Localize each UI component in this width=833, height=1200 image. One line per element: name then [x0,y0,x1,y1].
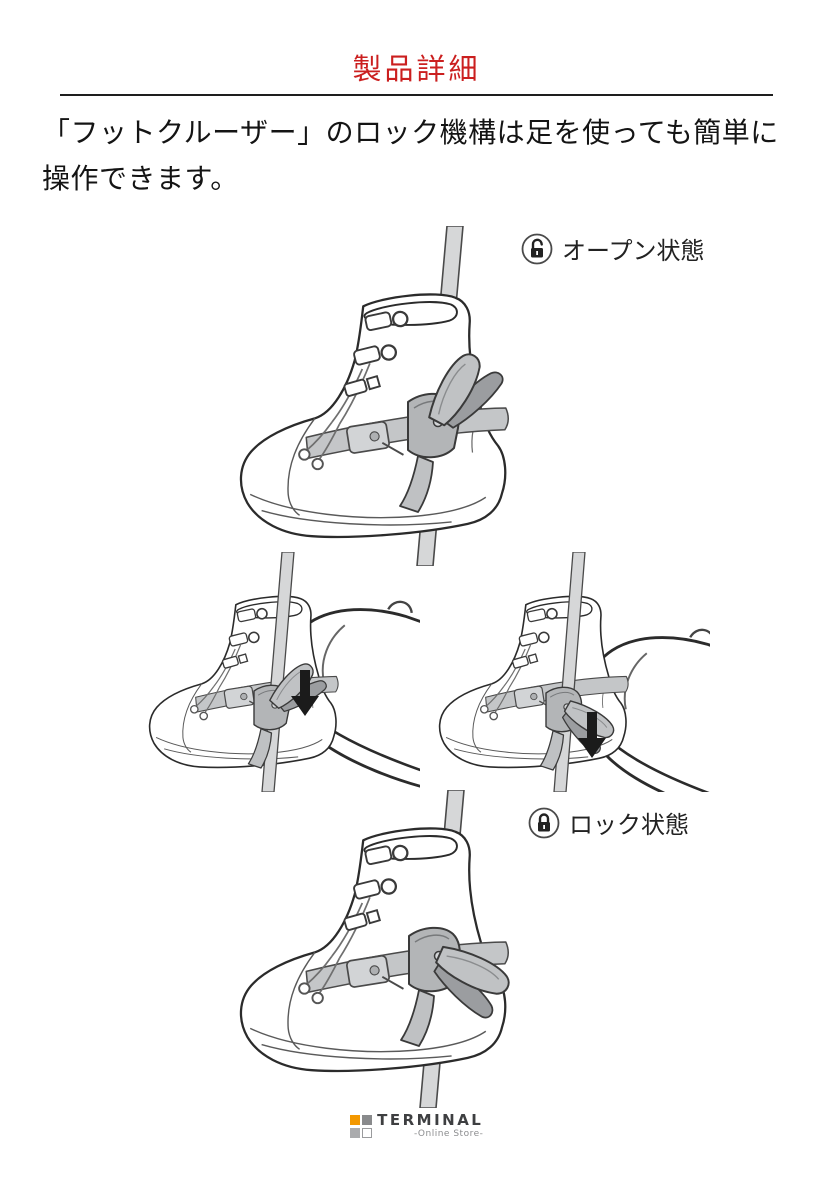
brand-name: TERMINAL [377,1111,484,1129]
illustration-press-step-1 [148,552,420,792]
illustration-press-step-2 [438,552,710,792]
boot [239,827,510,1073]
logo-text: TERMINAL -Online Store- [377,1111,484,1140]
logo-square-white [362,1127,373,1138]
locked-state-label: ロック状態 [528,805,689,840]
logo-square-orange [349,1115,360,1125]
illustration-open-state [239,226,510,566]
illustration-locked-state [239,790,516,1108]
store-logo: TERMINAL -Online Store- [0,1112,833,1139]
unlock-icon [521,233,553,264]
title-underline [60,94,773,96]
logo-grid-icon [349,1115,373,1138]
logo-square-light-gray [349,1127,360,1138]
open-state-text: オープン状態 [562,237,705,265]
open-state-label: オープン状態 [521,231,705,266]
intro-paragraph: 「フットクルーザー」のロック機構は足を使っても簡単に操作できます。 [42,110,802,202]
intro-line-1: 「フットクルーザー」のロック機構は足を使っても簡単に [42,116,779,149]
logo-square-dark-gray [362,1115,373,1125]
locked-state-text: ロック状態 [569,811,689,839]
page-title: 製品詳細 [352,52,481,86]
lock-icon [528,807,560,838]
intro-line-2: 操作できます。 [42,162,239,195]
brand-tagline: -Online Store- [413,1129,484,1139]
